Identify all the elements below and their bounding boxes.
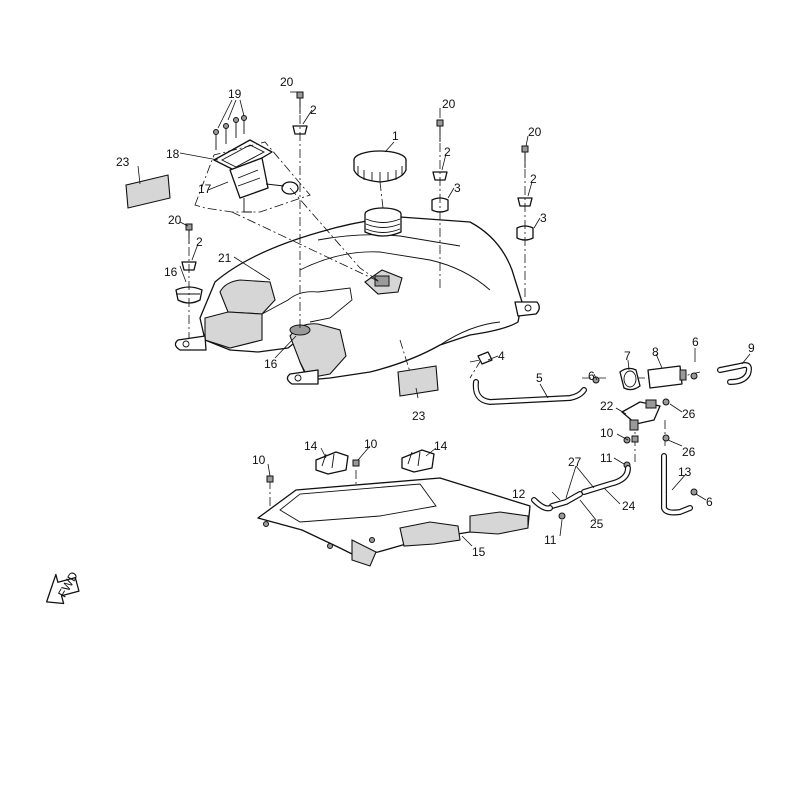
fuel-hoses bbox=[531, 453, 698, 520]
vent-hose bbox=[472, 351, 587, 406]
callout-27: 27 bbox=[568, 455, 582, 469]
callout-12: 12 bbox=[512, 487, 526, 501]
callout-14-right: 14 bbox=[434, 439, 448, 453]
callout-10-left: 10 bbox=[252, 453, 266, 467]
callout-2-top: 2 bbox=[310, 103, 317, 117]
fuel-tank bbox=[174, 207, 540, 385]
callout-4: 4 bbox=[498, 349, 505, 363]
callout-20-top: 20 bbox=[280, 75, 294, 89]
callout-18: 18 bbox=[166, 147, 180, 161]
callout-16-center: 16 bbox=[264, 357, 278, 371]
fuel-filter bbox=[592, 365, 698, 391]
return-hose bbox=[717, 362, 752, 385]
callout-numbers: 1 20 2 20 2 3 20 2 3 19 18 17 23 20 2 21… bbox=[116, 75, 755, 559]
callout-26-bottom: 26 bbox=[682, 445, 696, 459]
callout-6-top: 6 bbox=[692, 335, 699, 349]
callout-8: 8 bbox=[652, 345, 659, 359]
callout-11-top: 11 bbox=[600, 451, 613, 465]
callout-20-center: 20 bbox=[442, 97, 456, 111]
callout-7: 7 bbox=[624, 349, 631, 363]
sender-outline bbox=[194, 141, 311, 213]
callout-16-left: 16 bbox=[164, 265, 178, 279]
fuel-cap bbox=[353, 150, 407, 183]
callout-26-top: 26 bbox=[682, 407, 696, 421]
callout-15: 15 bbox=[472, 545, 486, 559]
heat-shield-plate bbox=[257, 477, 531, 567]
fuel-sender-unit bbox=[213, 115, 299, 213]
callout-11-bottom: 11 bbox=[544, 533, 557, 547]
callout-21: 21 bbox=[218, 251, 232, 265]
mount-hardware bbox=[175, 91, 534, 304]
clamp-brackets bbox=[266, 435, 639, 483]
callout-2-right: 2 bbox=[530, 172, 537, 186]
callout-6-left: 6 bbox=[588, 369, 595, 383]
label-pad-lower bbox=[397, 365, 439, 397]
callout-17: 17 bbox=[198, 182, 212, 196]
callout-2-center: 2 bbox=[444, 145, 451, 159]
callout-5: 5 bbox=[536, 371, 543, 385]
forward-arrow: FWD bbox=[45, 569, 81, 605]
assembly-lines bbox=[188, 98, 701, 523]
callout-22: 22 bbox=[600, 399, 614, 413]
callout-2-left: 2 bbox=[196, 235, 203, 249]
callout-3-center: 3 bbox=[454, 181, 461, 195]
callout-1: 1 bbox=[392, 129, 399, 143]
callout-25: 25 bbox=[590, 517, 604, 531]
leader-lines bbox=[137, 91, 751, 547]
callout-10-right: 10 bbox=[600, 426, 614, 440]
callout-23-lower: 23 bbox=[412, 409, 426, 423]
callout-13: 13 bbox=[678, 465, 692, 479]
callout-23-upper: 23 bbox=[116, 155, 130, 169]
callout-9: 9 bbox=[748, 341, 755, 355]
callout-10-center: 10 bbox=[364, 437, 378, 451]
callout-6-bottom: 6 bbox=[706, 495, 713, 509]
callout-19: 19 bbox=[228, 87, 242, 101]
callout-20-right: 20 bbox=[528, 125, 542, 139]
callout-24: 24 bbox=[622, 499, 636, 513]
callout-20-left: 20 bbox=[168, 213, 182, 227]
callout-14-left: 14 bbox=[304, 439, 318, 453]
callout-3-right: 3 bbox=[540, 211, 547, 225]
fuel-pump-valve bbox=[621, 398, 670, 469]
label-pad-upper bbox=[125, 174, 171, 209]
